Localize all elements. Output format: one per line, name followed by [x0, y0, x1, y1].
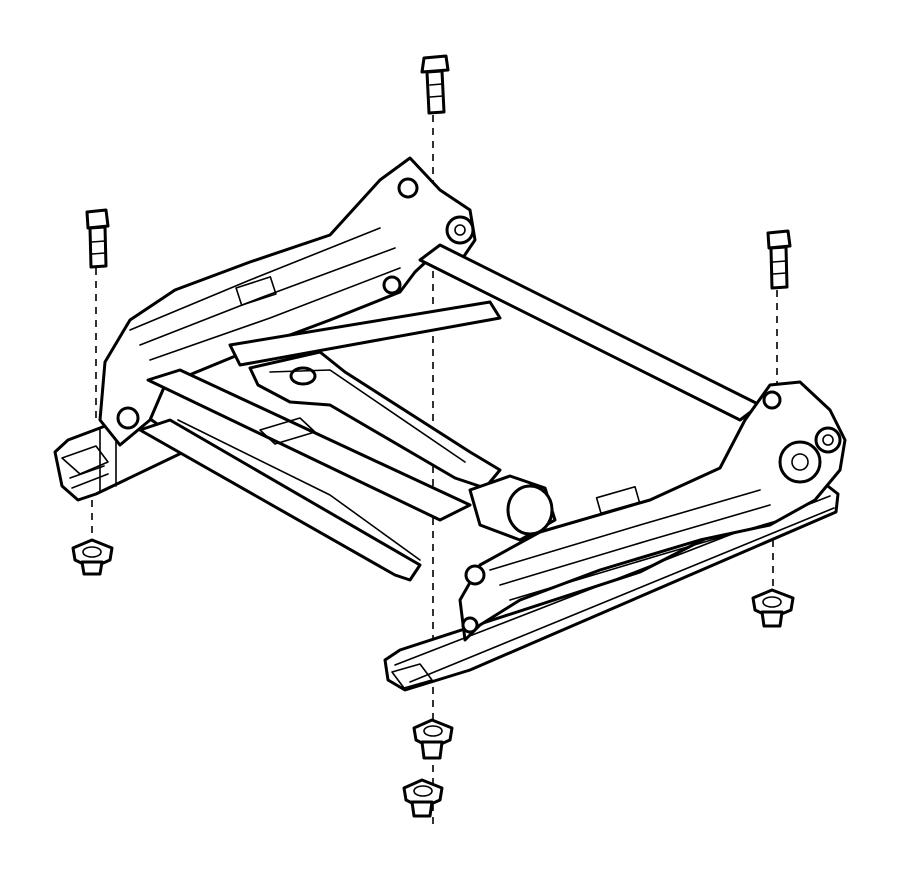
- nut-center-upper: [412, 718, 454, 760]
- nut-right: [751, 588, 795, 628]
- bolt-center: [420, 54, 450, 115]
- nut-center-lower: [402, 778, 444, 818]
- bolt-left: [85, 208, 110, 269]
- nut-left: [71, 538, 114, 576]
- seat-frame: [98, 156, 847, 642]
- bolt-right: [766, 229, 792, 290]
